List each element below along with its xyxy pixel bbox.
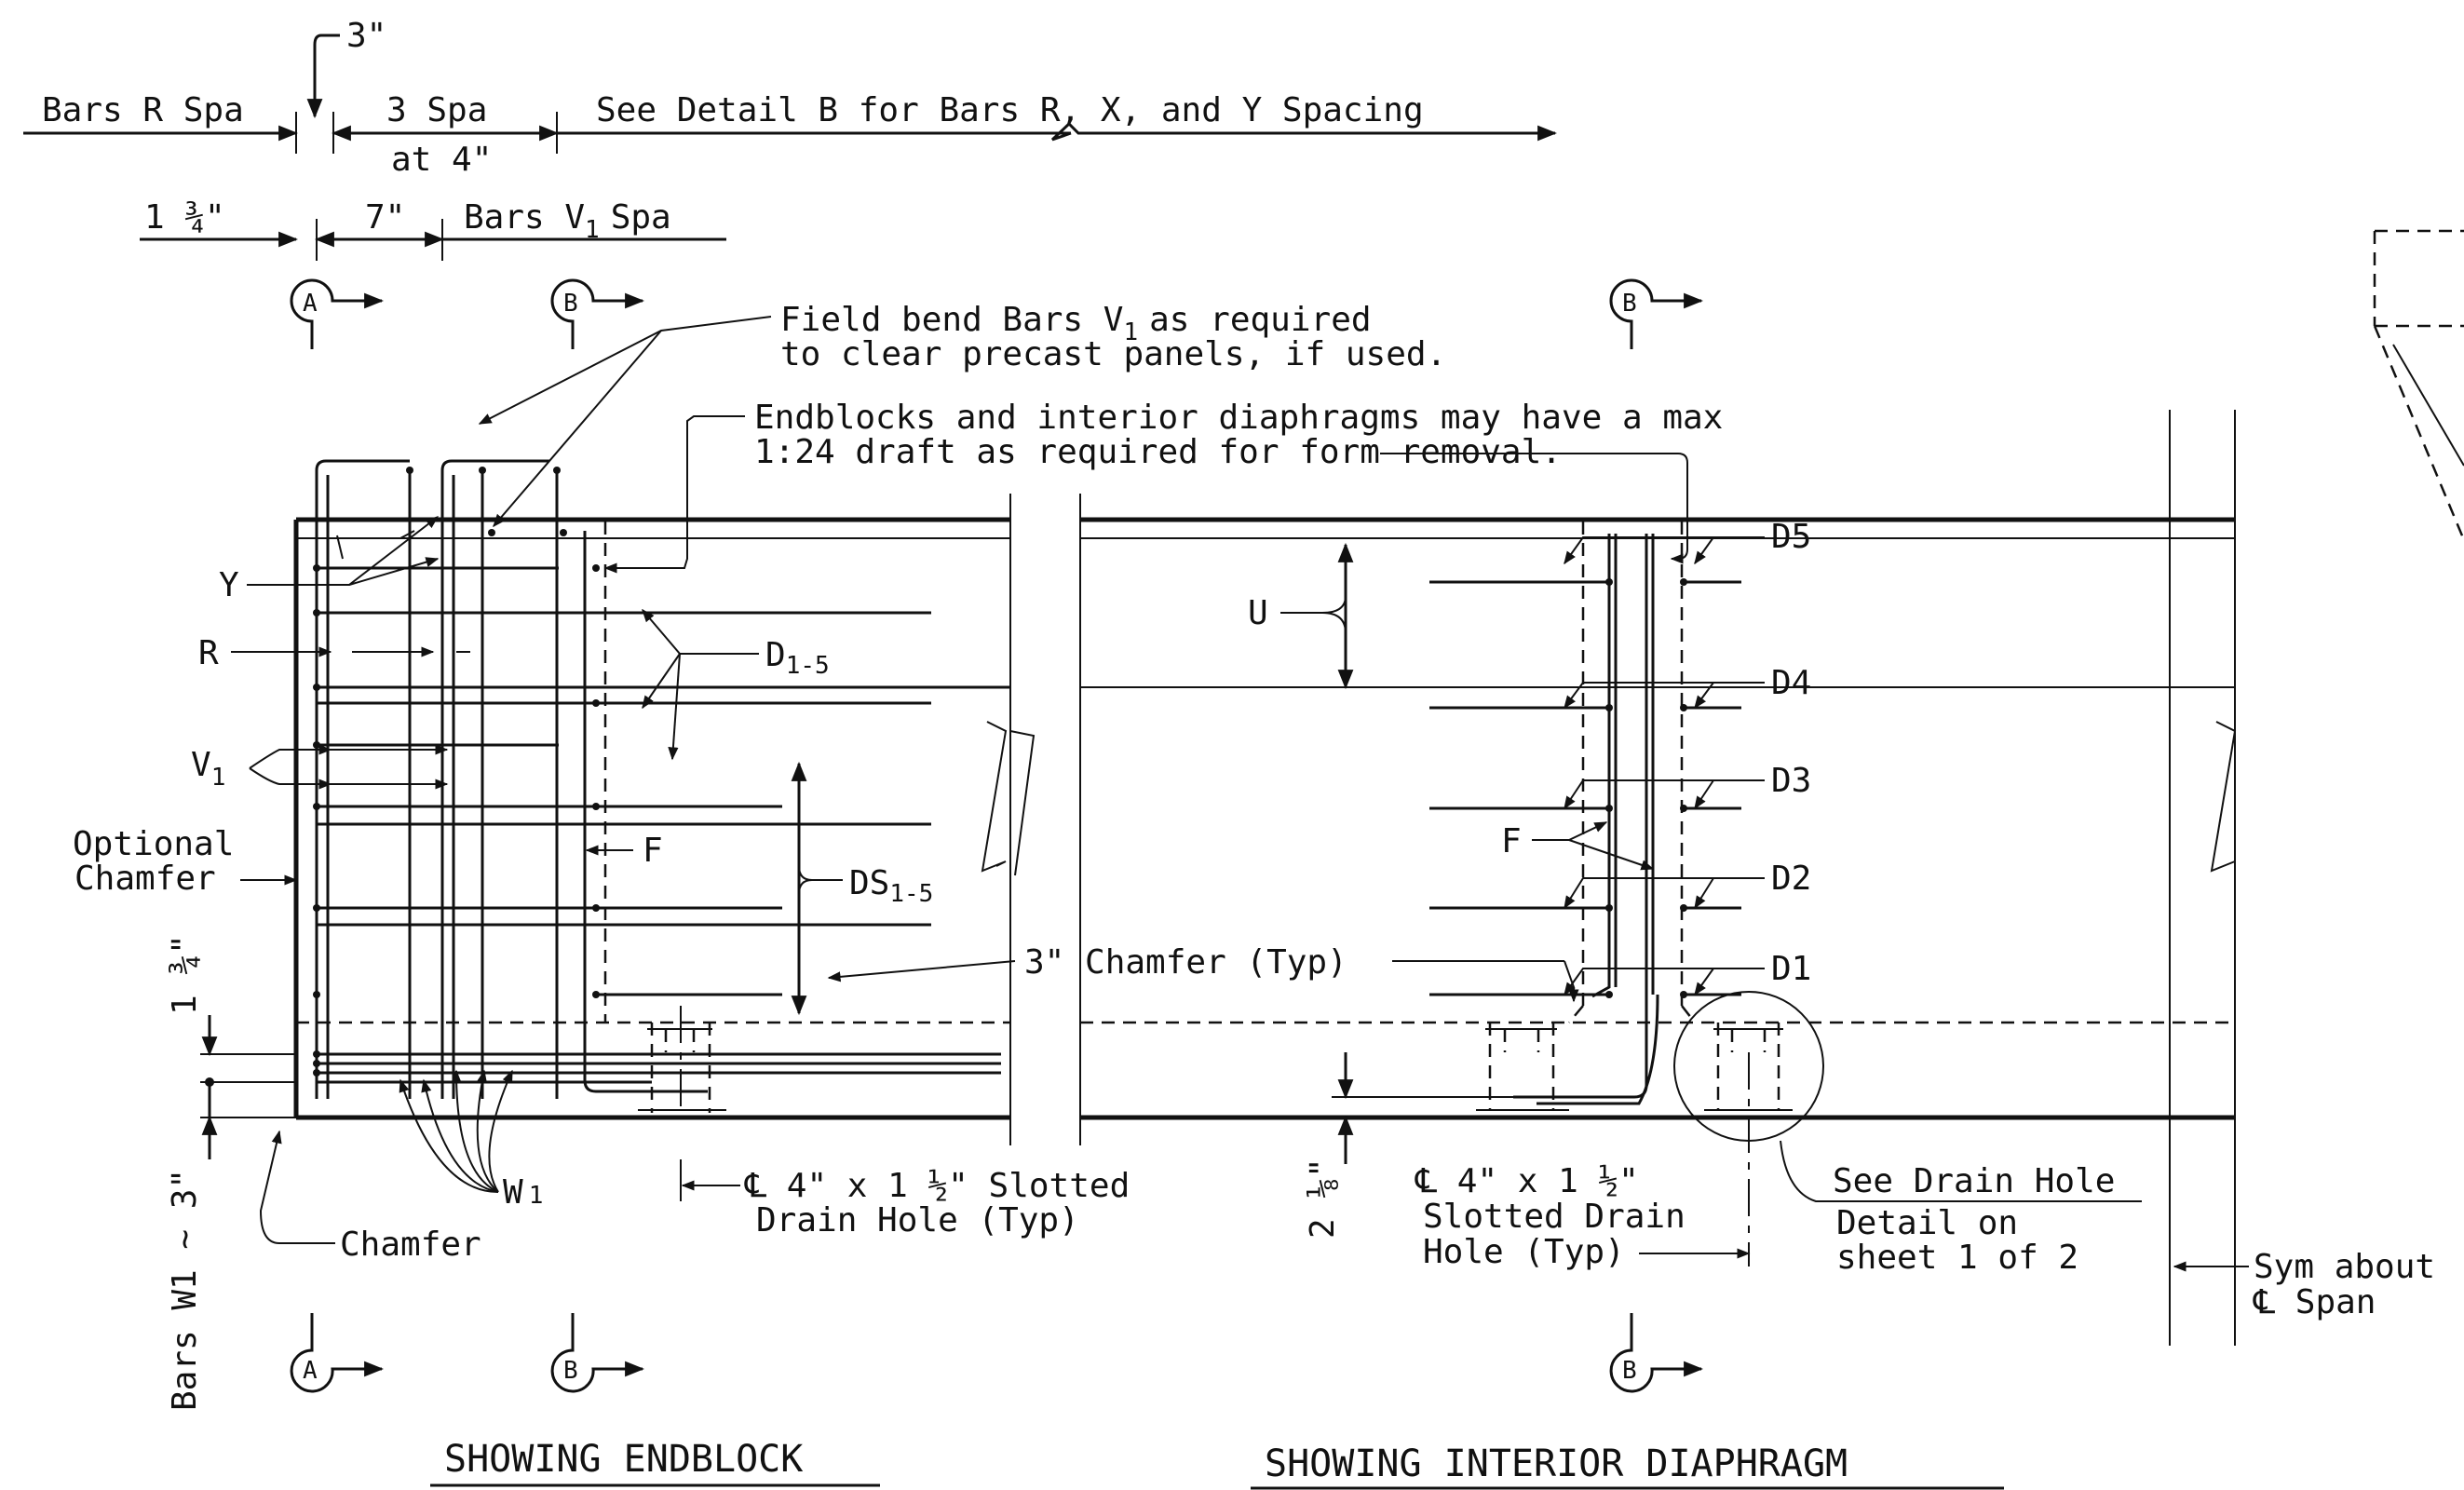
label-see-drain-3: sheet 1 of 2 [1836,1239,2078,1277]
label-chamfer-typ: 3" Chamfer (Typ) [1024,943,1347,982]
d-leaders [1564,536,1765,996]
diaphragm-bar-dots [1605,578,1687,998]
svg-text:B: B [1622,1357,1637,1385]
vert-dim-1-3-4: 1 ¾" [166,934,204,1015]
note-field-bend-line-2: to clear precast panels, if used. [780,335,1446,373]
label-u: U [1248,594,1268,632]
label-d3: D3 [1771,762,1811,800]
partial-right-detail [2373,229,2464,541]
three-spa-label: 3 Spa [386,91,487,129]
view-titles: SHOWING ENDBLOCK SHOWING INTERIOR DIAPHR… [430,1438,2004,1490]
section-marker-b-bottom-diaphragm: B [1609,1313,1704,1393]
endblock-labels: D1-5 F DS1-5 3" Chamfer (Typ) ℄ 4" x 1 ½… [585,608,1579,1239]
dim-2-1-8: 2 ⅛" [1304,1158,1342,1239]
label-d4: D4 [1771,664,1811,702]
svg-text:A: A [303,290,318,318]
vert-dim-bars-w1: Bars W1 ~ 3" [166,1169,204,1411]
dim-7in: 7" [365,198,405,237]
label-d1: D1 [1771,950,1811,988]
dim-1-3-4: 1 ¾" [144,198,225,237]
see-detail-b-label: See Detail B for Bars R, X, and Y Spacin… [596,91,1424,129]
section-markers: A B B A B B [290,278,1704,1393]
diaphragm-reinforcement [1332,522,1824,1164]
label-chamfer-bottom: Chamfer [340,1226,481,1264]
label-d2: D2 [1771,860,1811,898]
note-endblocks-line-2: 1:24 draft as required for form removal. [754,433,1562,471]
bar-dots [313,467,600,1077]
section-marker-b-bottom: B [550,1313,645,1393]
label-d5: D5 [1771,518,1811,556]
section-marker-a-bottom: A [290,1313,385,1393]
svg-text:B: B [563,290,578,318]
label-sym-1: Sym about [2254,1248,2435,1286]
label-y: Y [219,566,239,604]
section-marker-b-top: B [550,278,645,349]
label-optional: Optional [73,825,234,863]
title-diaphragm: SHOWING INTERIOR DIAPHRAGM [1265,1443,1848,1485]
label-chamfer-optional: Chamfer [74,860,216,898]
label-d15: D1-5 [765,636,830,680]
top-dimensions: 3" Bars R Spa 3 Spa at 4" See Detail B f… [23,17,1558,261]
title-endblock: SHOWING ENDBLOCK [444,1438,803,1481]
left-labels: Y R V1 Optional Chamfer 1 ¾" Bars W1 ~ 3… [73,516,543,1411]
label-v1: V1 [191,746,225,792]
dim-3in: 3" [346,17,386,55]
label-drain-diaphragm-1: ℄ 4" x 1 ½" [1415,1162,1639,1200]
label-see-drain-1: See Drain Hole [1833,1162,2115,1200]
endblock-reinforcement [313,459,1010,1118]
diaphragm-labels: U D5 D4 D3 D2 D1 F 2 ⅛" ℄ 4" x 1 ½" Slot… [1248,518,2435,1321]
bars-r-spa-label: Bars R Spa [42,91,244,129]
section-marker-a-top: A [290,278,385,349]
label-f-diaphragm: F [1501,822,1522,860]
at-4-label: at 4" [391,141,492,179]
label-drain-diaphragm-3: Hole (Typ) [1423,1233,1625,1271]
label-drain-endblock-1: ℄ 4" x 1 ½" Slotted [744,1167,1130,1205]
label-sym-2: ℄ Span [2253,1283,2376,1321]
label-drain-diaphragm-2: Slotted Drain [1423,1198,1686,1236]
label-r: R [198,634,219,672]
label-f-endblock: F [643,832,663,870]
label-ds15: DS1-5 [849,864,933,908]
section-marker-b-top-diaphragm: B [1609,278,1704,349]
svg-text:B: B [563,1357,578,1385]
svg-text:B: B [1622,290,1637,318]
svg-text:A: A [303,1357,318,1385]
label-see-drain-2: Detail on [1836,1204,2018,1242]
note-endblocks-line-1: Endblocks and interior diaphragms may ha… [754,399,1723,437]
endblock-drain-hole [638,1006,726,1118]
label-drain-endblock-2: Drain Hole (Typ) [756,1201,1079,1239]
